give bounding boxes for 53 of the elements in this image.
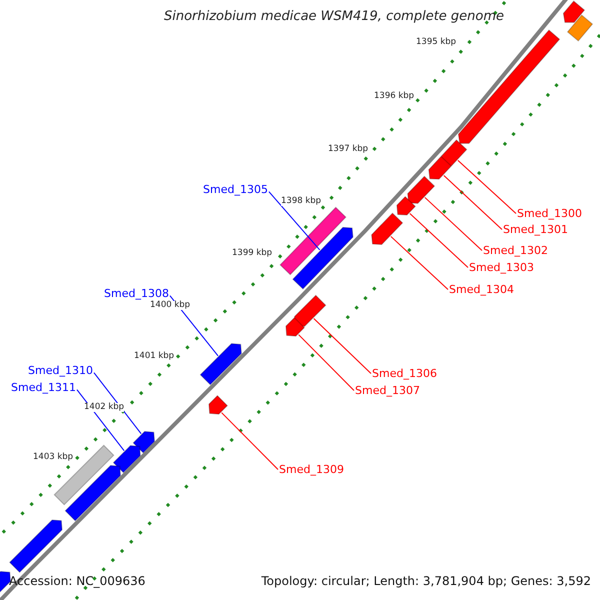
tick-label: 1401 kbp [134,352,174,360]
leader-line [76,389,125,452]
gene-block [396,196,416,216]
gene-label: Smed_1304 [449,284,514,295]
gene-block [294,294,326,327]
genome-info-text: Topology: circular; Length: 3,781,904 bp; Genes: 3,592 [261,575,591,587]
leader-line [268,191,320,250]
gene-block [428,156,452,180]
gene-label: Smed_1301 [503,224,568,235]
tick-label: 1398 kbp [281,197,322,206]
gene-block [458,29,560,144]
gene-block [562,0,586,23]
gene-label: Smed_1303 [469,262,534,273]
tick-label: 1399 kbp [232,249,272,258]
gene-block [292,226,354,290]
tick-label: 1396 kbp [374,92,414,100]
leader-line [443,174,502,230]
gene-block [132,431,155,454]
tick-label: 1397 kbp [328,145,368,154]
leader-line [409,212,468,268]
gene-block [200,343,242,386]
gene-label: Smed_1305 [203,184,268,195]
gene-block [64,465,121,522]
leader-line [313,318,372,374]
gene-label: Smed_1300 [517,208,582,219]
leader-line [424,196,482,251]
gene-label: Smed_1308 [104,288,169,299]
accession-text: Accession: NC_009636 [9,575,146,587]
gene-bar [54,444,114,506]
gene-block [0,571,11,594]
leader-line [93,372,142,434]
gene-label: Smed_1307 [355,385,420,396]
leader-line [298,334,354,391]
tick-label: 1400 kbp [150,301,190,310]
gene-label: Smed_1311 [11,382,76,393]
leader-line [457,160,516,214]
gene-block [112,445,141,474]
gene-block [285,316,306,337]
gene-label: Smed_1310 [28,365,93,376]
tick-label: 1402 kbp [84,403,124,412]
gene-label: Smed_1302 [483,245,548,256]
title: Sinorhizobium medicae WSM419, complete genome [162,10,506,23]
gene-block [208,394,228,415]
gene-label: Smed_1306 [372,368,437,379]
leader-line [221,412,278,470]
gene-label: Smed_1309 [279,464,344,475]
gene-bar [566,14,594,42]
tick-label: 1403 kbp [33,453,74,462]
gene-block [371,212,404,245]
gene-bar [279,206,347,276]
gene-block [407,176,436,204]
leader-line [390,236,448,290]
gene-block [9,519,63,573]
